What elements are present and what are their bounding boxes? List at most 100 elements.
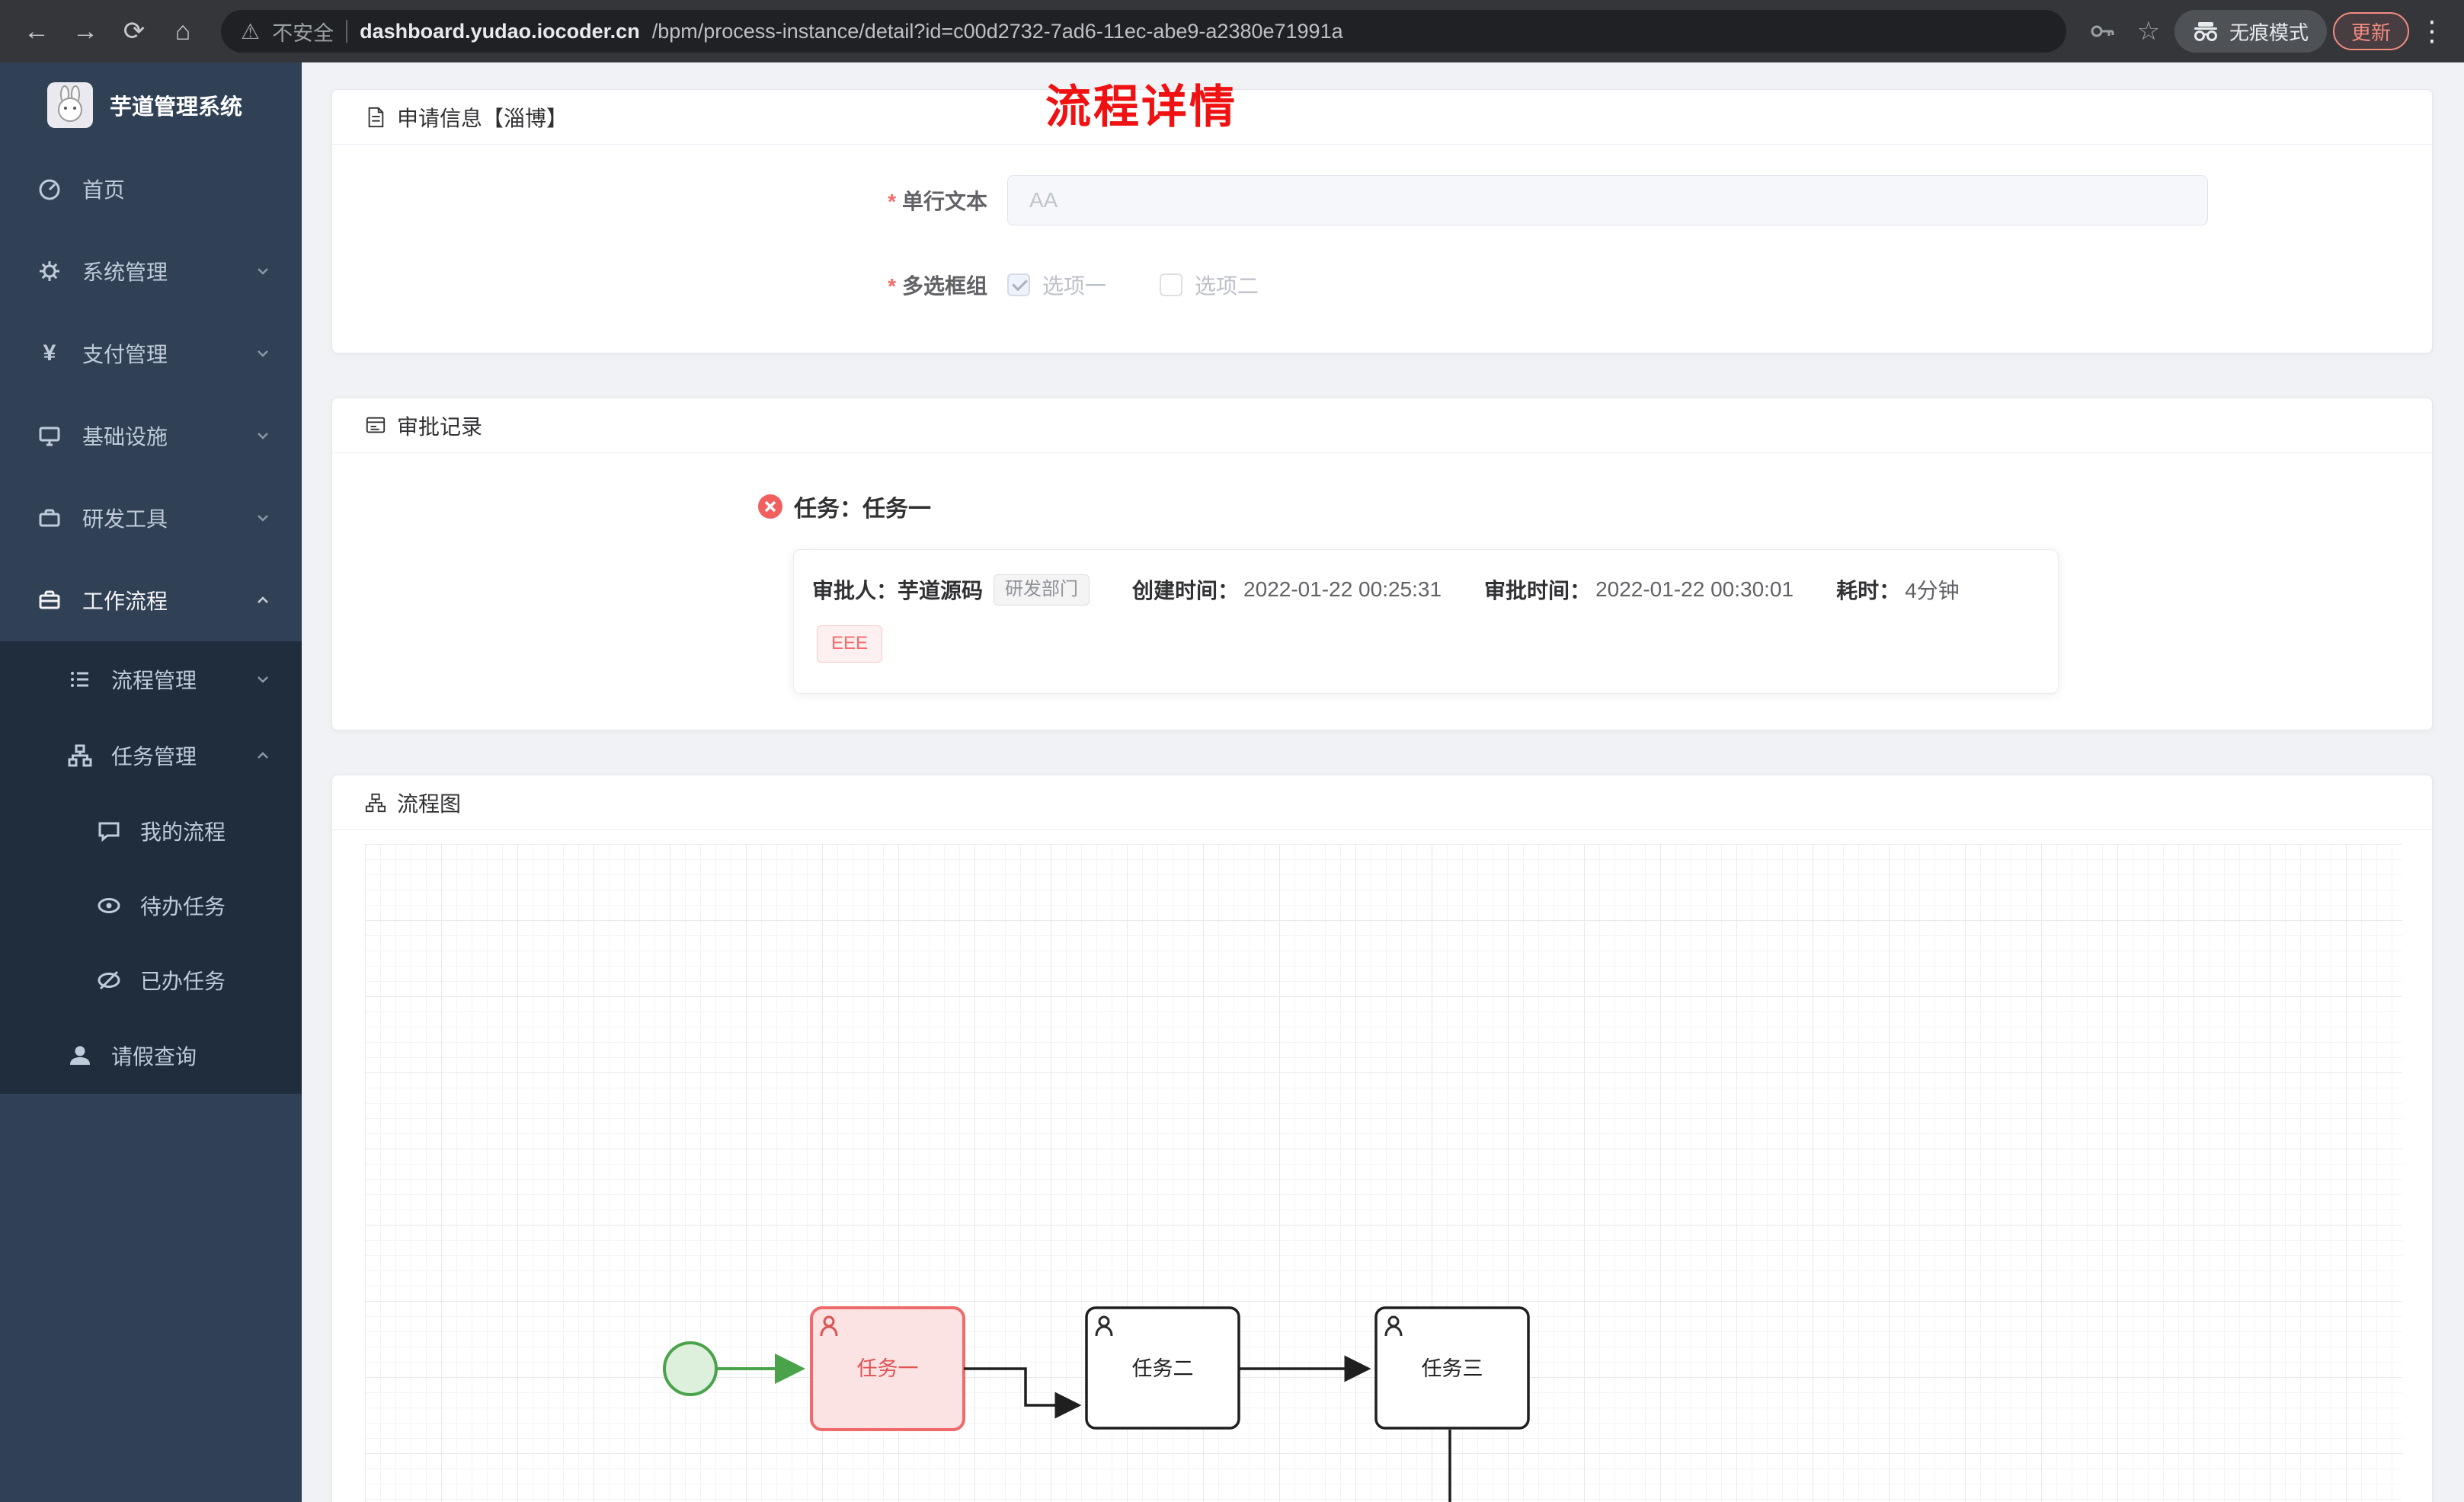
address-bar[interactable]: ⚠ 不安全 dashboard.yudao.iocoder.cn/bpm/pro… bbox=[221, 10, 2066, 53]
checkbox-label: 选项一 bbox=[1042, 274, 1107, 298]
sidebar-item-home[interactable]: 首页 bbox=[0, 148, 302, 230]
security-warning-icon: ⚠ bbox=[241, 19, 261, 43]
sidebar-item-my-process[interactable]: 我的流程 bbox=[0, 794, 302, 868]
forward-button[interactable]: → bbox=[64, 10, 107, 53]
bpmn-task-2[interactable]: 任务二 bbox=[1085, 1306, 1240, 1430]
home-button[interactable]: ⌂ bbox=[162, 10, 204, 53]
chat-bubble-icon bbox=[96, 818, 122, 844]
sidebar-item-label: 待办任务 bbox=[140, 895, 226, 919]
create-time-group: 创建时间： 2022-01-22 00:25:31 bbox=[1132, 574, 1442, 605]
single-line-text-input[interactable] bbox=[1007, 175, 2208, 225]
sidebar-item-payment[interactable]: ¥ 支付管理 bbox=[0, 312, 302, 395]
checkbox-group: 选项一 选项二 bbox=[1007, 270, 1312, 300]
timeline-task: 任务：任务一 bbox=[757, 490, 2432, 523]
create-time-value: 2022-01-22 00:25:31 bbox=[1243, 577, 1442, 602]
approval-detail-row: 审批人： 芋道源码 研发部门 创建时间： 2022-01-22 00:25:31… bbox=[812, 574, 2058, 606]
process-diagram-card-header: 流程图 bbox=[332, 775, 2432, 830]
checkbox-option-2[interactable]: 选项二 bbox=[1160, 270, 1259, 300]
chevron-down-icon bbox=[254, 427, 271, 444]
bpmn-task-3[interactable]: 任务三 bbox=[1374, 1306, 1530, 1430]
duration-value: 4分钟 bbox=[1905, 579, 1960, 603]
sidebar-item-todo-tasks[interactable]: 待办任务 bbox=[0, 868, 302, 943]
sidebar-item-label: 支付管理 bbox=[82, 343, 168, 366]
sidebar-item-label: 首页 bbox=[82, 178, 126, 202]
password-key-button[interactable] bbox=[2083, 11, 2123, 51]
forward-icon: → bbox=[72, 16, 98, 46]
bookmark-button[interactable]: ☆ bbox=[2129, 11, 2168, 51]
approve-time-group: 审批时间： 2022-01-22 00:30:01 bbox=[1484, 574, 1794, 605]
back-icon: ← bbox=[24, 16, 50, 46]
bpmn-task-label: 任务三 bbox=[1422, 1357, 1483, 1380]
approve-time-label: 审批时间： bbox=[1484, 579, 1592, 603]
update-label: 更新 bbox=[2350, 21, 2391, 44]
card-title: 申请信息【淄博】 bbox=[397, 106, 568, 130]
home-icon: ⌂ bbox=[174, 16, 191, 46]
sidebar-item-workflow[interactable]: 工作流程 bbox=[0, 559, 302, 641]
duration-group: 耗时： 4分钟 bbox=[1836, 574, 1960, 605]
monitor-icon bbox=[37, 423, 62, 449]
chevron-up-icon bbox=[254, 747, 271, 764]
department-tag: 研发部门 bbox=[994, 574, 1090, 606]
bpmn-task-label: 任务一 bbox=[857, 1357, 919, 1380]
field-label-text: 单行文本 bbox=[901, 190, 987, 213]
card-title: 审批记录 bbox=[397, 414, 483, 439]
sidebar-item-system[interactable]: 系统管理 bbox=[0, 230, 302, 312]
url-path: /bpm/process-instance/detail?id=c00d2732… bbox=[651, 19, 1343, 43]
sidebar-item-label: 任务管理 bbox=[111, 745, 197, 769]
apply-info-card-header: 申请信息【淄博】 bbox=[332, 90, 2432, 145]
workflow-submenu: 流程管理 任务管理 我的流程 待办任务 bbox=[0, 641, 302, 1094]
bpmn-flow-task1-to-task2 bbox=[964, 1367, 1082, 1419]
bpmn-diagram: 任务一 任务二 bbox=[663, 1306, 1530, 1502]
chevron-down-icon bbox=[254, 510, 271, 526]
checkbox-checked-icon bbox=[1007, 273, 1030, 296]
page-title: 流程详情 bbox=[1045, 81, 1237, 133]
url-domain: dashboard.yudao.iocoder.cn bbox=[360, 19, 640, 43]
sidebar-item-label: 流程管理 bbox=[111, 669, 197, 692]
approval-detail-box: 审批人： 芋道源码 研发部门 创建时间： 2022-01-22 00:25:31… bbox=[793, 549, 2059, 694]
checkbox-option-1[interactable]: 选项一 bbox=[1007, 270, 1106, 300]
reload-button[interactable]: ⟳ bbox=[113, 10, 155, 53]
approver-name: 芋道源码 bbox=[898, 579, 984, 603]
bpmn-task-1[interactable]: 任务一 bbox=[810, 1306, 965, 1431]
logo-avatar bbox=[47, 82, 93, 128]
eye-off-icon bbox=[96, 967, 122, 993]
app-logo[interactable]: 芋道管理系统 bbox=[0, 62, 302, 148]
sidebar-item-leave-query[interactable]: 请假查询 bbox=[0, 1018, 302, 1094]
user-task-icon bbox=[820, 1315, 838, 1337]
dashboard-icon bbox=[37, 176, 62, 202]
sidebar-item-infrastructure[interactable]: 基础设施 bbox=[0, 395, 302, 477]
incognito-icon bbox=[2194, 22, 2217, 41]
sidebar-item-task-management[interactable]: 任务管理 bbox=[0, 717, 302, 794]
sidebar-item-label: 已办任务 bbox=[140, 970, 226, 993]
form-row-checkbox: *多选框组 选项一 选项二 bbox=[332, 270, 2432, 300]
tree-icon bbox=[67, 743, 93, 769]
field-label: *多选框组 bbox=[332, 270, 1007, 300]
sidebar-item-label: 系统管理 bbox=[82, 260, 168, 284]
sidebar-item-dev-tools[interactable]: 研发工具 bbox=[0, 477, 302, 559]
sidebar-item-label: 我的流程 bbox=[140, 820, 226, 844]
card-title: 流程图 bbox=[397, 791, 462, 816]
toolbox-icon bbox=[37, 505, 62, 531]
browser-menu-button[interactable]: ⋮ bbox=[2415, 15, 2449, 47]
bpmn-task-label: 任务二 bbox=[1132, 1357, 1194, 1380]
briefcase-icon bbox=[37, 587, 62, 613]
bpmn-start-event[interactable] bbox=[663, 1341, 718, 1396]
sidebar-item-done-tasks[interactable]: 已办任务 bbox=[0, 943, 302, 1018]
incognito-badge[interactable]: 无痕模式 bbox=[2174, 10, 2327, 53]
update-button[interactable]: 更新 bbox=[2332, 12, 2409, 50]
sidebar-item-process-management[interactable]: 流程管理 bbox=[0, 641, 302, 717]
required-mark: * bbox=[888, 190, 896, 213]
security-label: 不安全 bbox=[272, 21, 334, 45]
person-icon bbox=[67, 1043, 93, 1069]
field-label-text: 多选框组 bbox=[901, 274, 987, 298]
sidebar-item-label: 工作流程 bbox=[82, 590, 168, 613]
required-mark: * bbox=[888, 274, 896, 298]
approve-time-value: 2022-01-22 00:30:01 bbox=[1595, 577, 1794, 602]
error-status-icon bbox=[758, 494, 782, 519]
approver-label: 审批人： bbox=[812, 579, 898, 603]
browser-toolbar: ← → ⟳ ⌂ ⚠ 不安全 dashboard.yudao.iocoder.cn… bbox=[0, 0, 2464, 62]
main-content: 流程详情 申请信息【淄博】 *单行文本 *多选框组 bbox=[302, 62, 2464, 1502]
bpmn-canvas[interactable]: 任务一 任务二 bbox=[365, 844, 2402, 1502]
back-button[interactable]: ← bbox=[15, 10, 58, 53]
form-row-text: *单行文本 bbox=[332, 175, 2432, 225]
